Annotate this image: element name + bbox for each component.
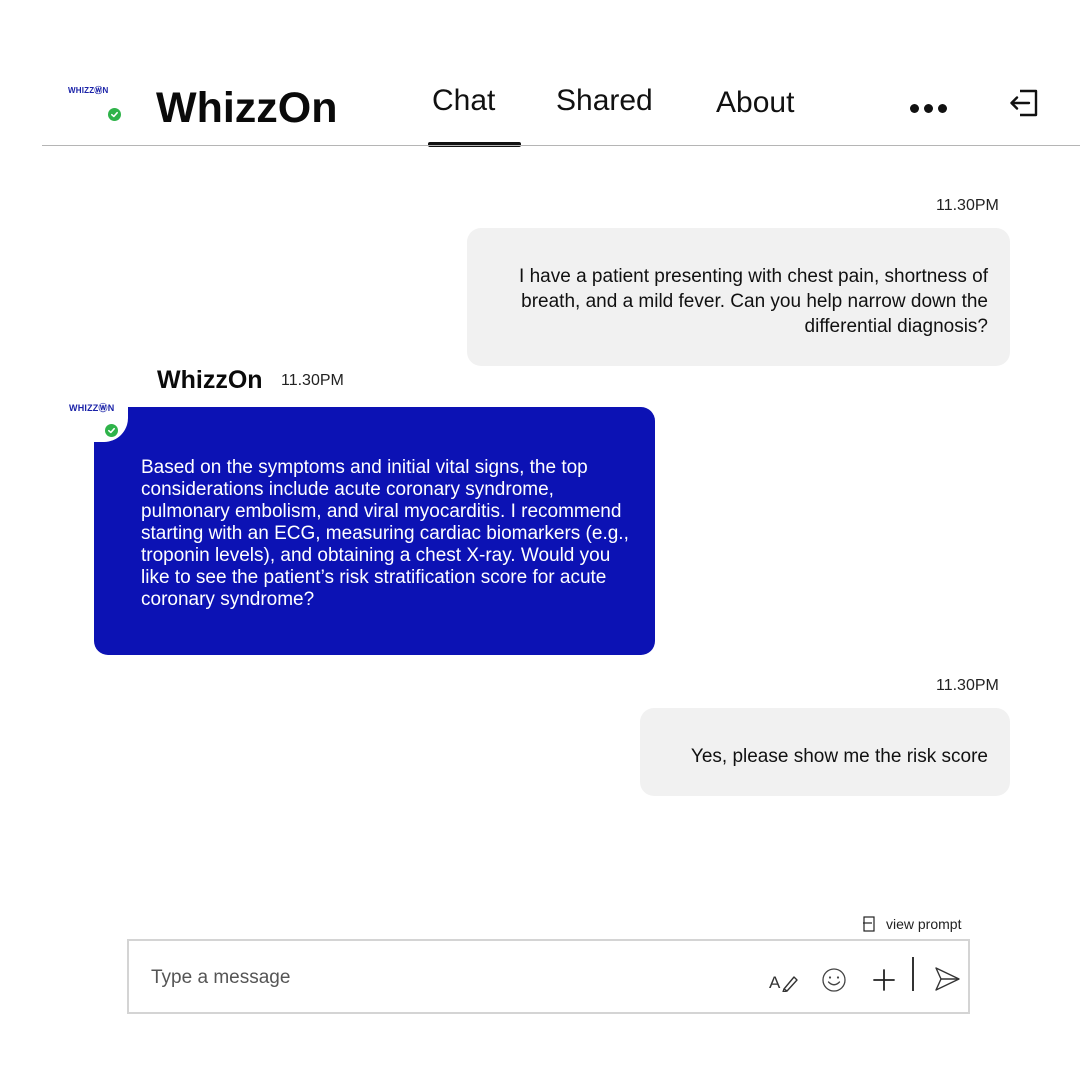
message-timestamp: 11.30PM (281, 372, 344, 389)
send-icon[interactable] (933, 965, 961, 993)
bot-message-bubble: Based on the symptoms and initial vital … (94, 407, 655, 655)
plus-icon[interactable] (871, 967, 897, 993)
header: WHIZZⓌN WhizzOn Chat Shared About (0, 0, 1080, 147)
bot-logo: WHIZZⓌN (69, 403, 115, 413)
text-format-icon[interactable]: A (769, 968, 799, 992)
composer-divider (912, 957, 914, 991)
svg-text:A: A (769, 973, 781, 992)
tab-shared[interactable]: Shared (556, 84, 653, 117)
message-timestamp: 11.30PM (936, 677, 999, 694)
exit-icon[interactable] (1008, 88, 1040, 118)
emoji-icon[interactable] (821, 967, 847, 993)
app-title: WhizzOn (156, 84, 338, 132)
tab-chat[interactable]: Chat (432, 84, 496, 117)
header-divider (42, 145, 1080, 146)
view-prompt-label: view prompt (886, 916, 962, 932)
more-horizontal-icon[interactable] (910, 101, 950, 115)
tab-about[interactable]: About (716, 86, 795, 119)
bot-name: WhizzOn (157, 366, 263, 394)
user-message-bubble: I have a patient presenting with chest p… (467, 228, 1010, 366)
message-composer: A (127, 939, 970, 1014)
view-prompt-button[interactable]: view prompt (862, 916, 961, 932)
logo: WHIZZⓌN (68, 86, 109, 95)
user-message-bubble: Yes, please show me the risk score (640, 708, 1010, 796)
active-tab-indicator (428, 142, 521, 147)
message-timestamp: 11.30PM (936, 197, 999, 214)
online-status-icon (105, 424, 118, 437)
prompt-icon (863, 916, 875, 932)
bot-avatar: WHIZZⓌN (60, 392, 128, 442)
online-status-icon (108, 108, 121, 121)
message-input[interactable] (151, 961, 711, 995)
